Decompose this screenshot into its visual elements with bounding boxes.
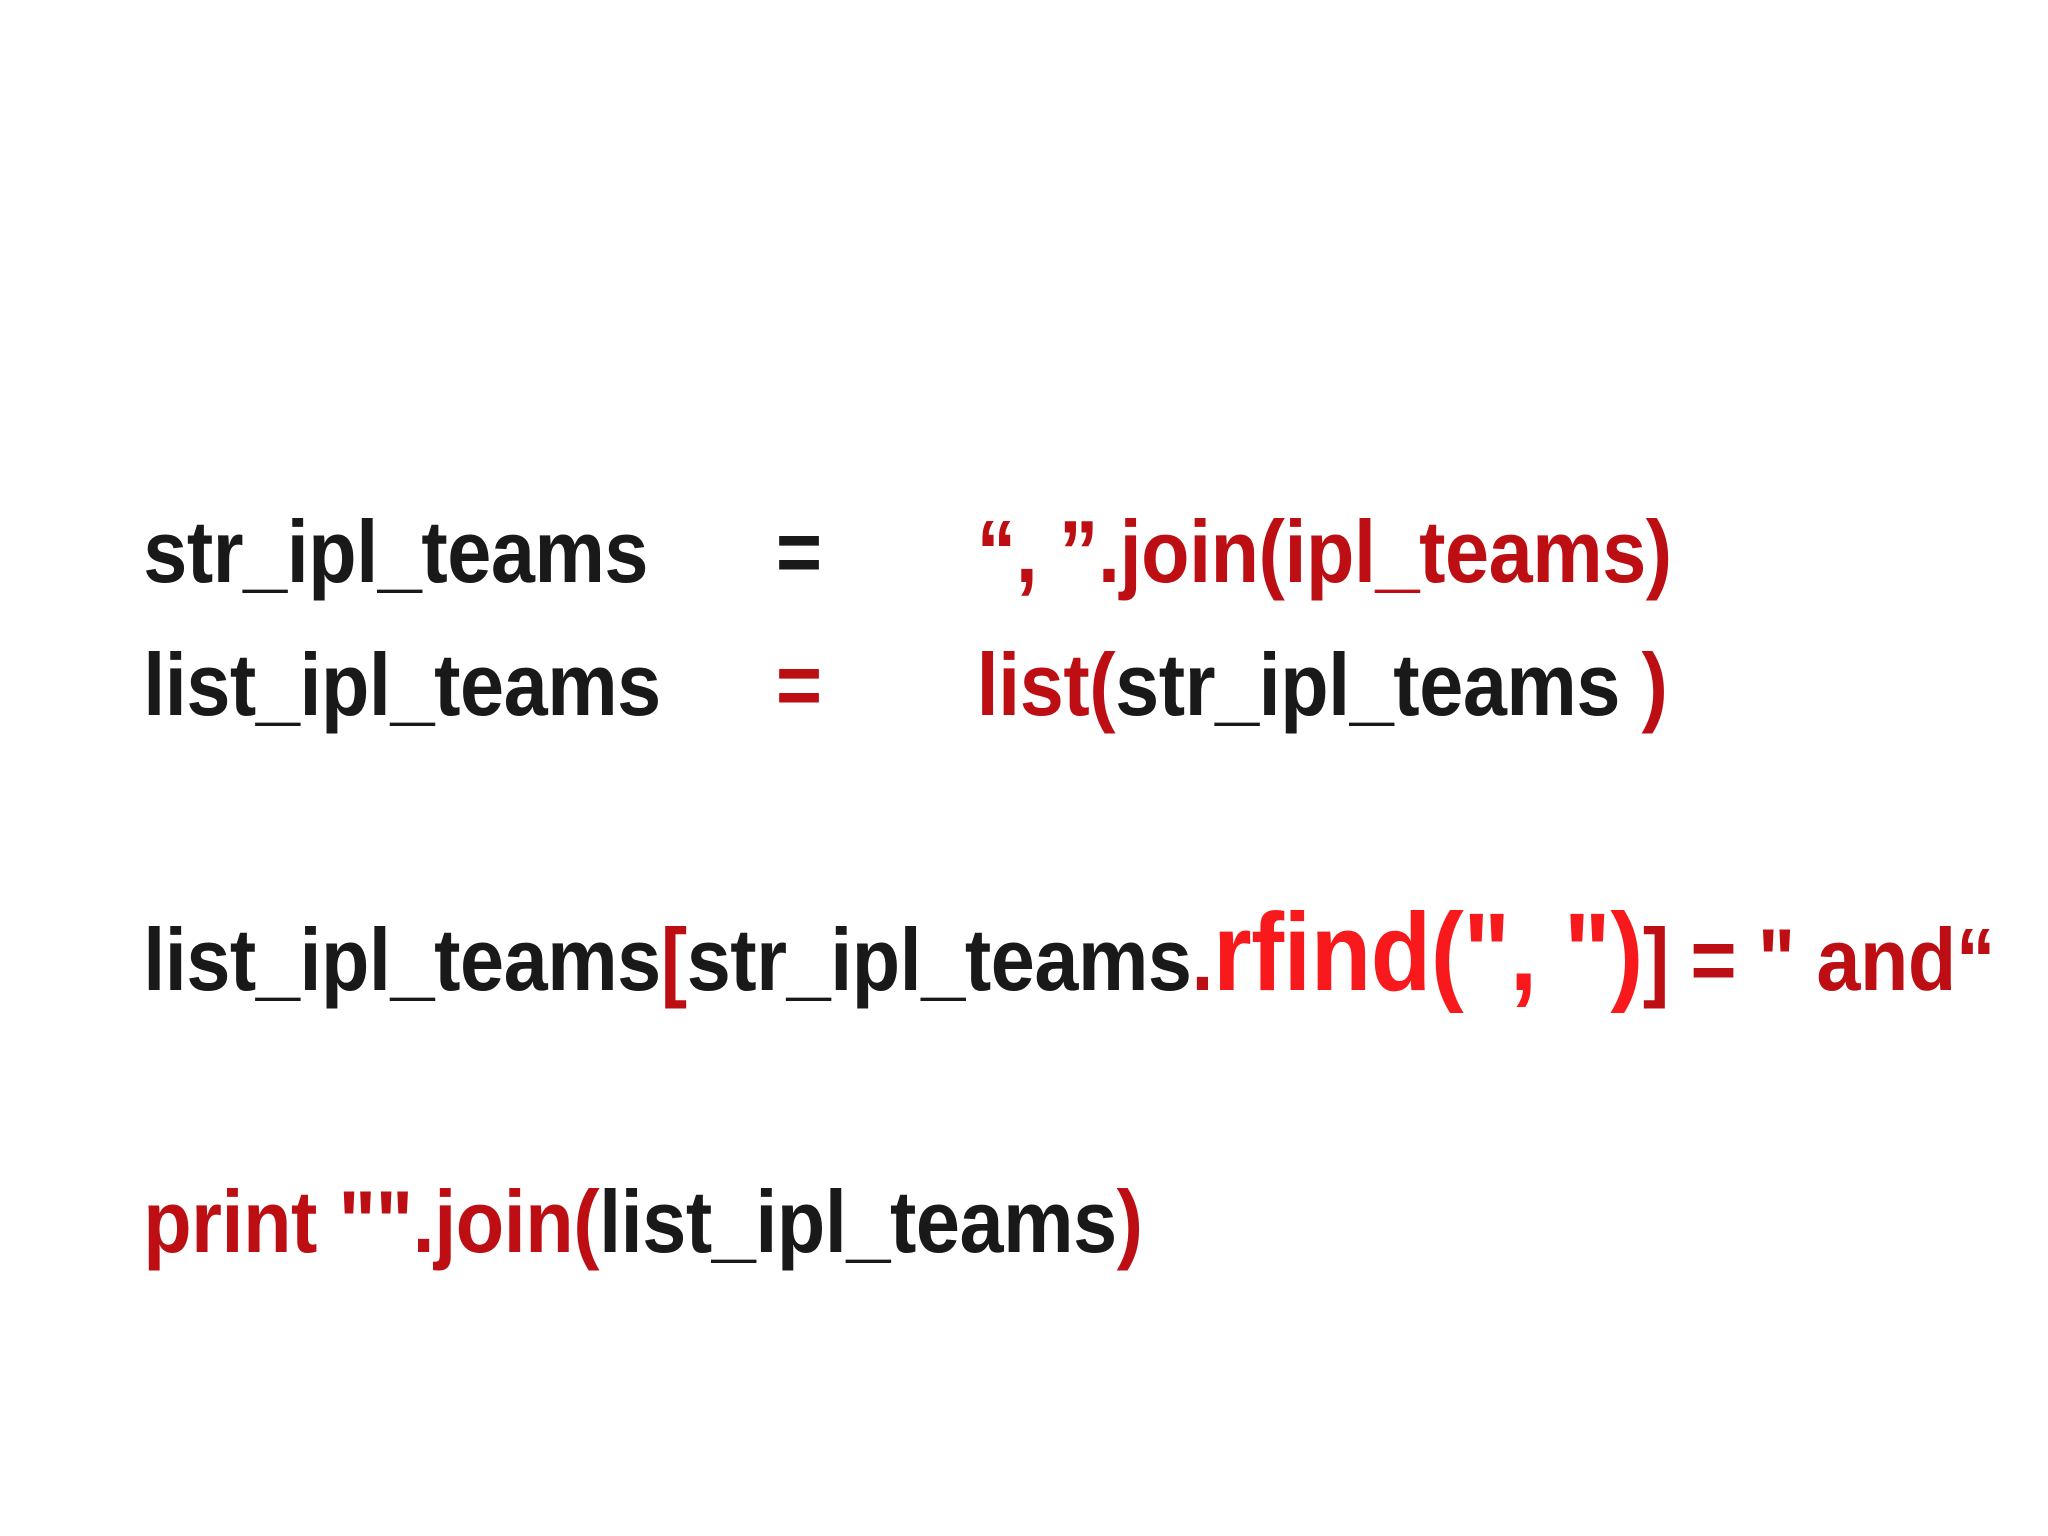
token-list-ipl-teams-argument: list_ipl_teams xyxy=(599,1172,1117,1271)
token-close-bracket: ] xyxy=(1642,910,1669,1009)
token-list-ipl-teams-variable: list_ipl_teams xyxy=(143,635,661,734)
variable-name-cell: str_ipl_teams xyxy=(143,508,776,596)
token-dot: . xyxy=(1191,910,1214,1009)
token-equals-sign: = xyxy=(775,635,822,734)
code-line-rfind-replacement: list_ipl_teams[str_ipl_teams.rfind(", ")… xyxy=(57,810,1995,1096)
equals-cell: = xyxy=(776,641,977,729)
token-equals-sign: = xyxy=(775,502,822,601)
token-rfind-call: rfind(", ") xyxy=(1213,891,1643,1014)
equals-cell: = xyxy=(776,508,977,596)
token-print-join-open: print "".join( xyxy=(143,1172,600,1271)
token-join-expression: “, ”.join(ipl_teams) xyxy=(976,502,1673,601)
code-line-list-assignment: list_ipl_teams=list(str_ipl_teams ) xyxy=(57,553,1668,817)
token-and-assignment: = " and“ xyxy=(1668,910,1996,1009)
token-list-call-open: list( xyxy=(976,635,1116,734)
token-close-paren: ) xyxy=(1641,635,1668,734)
token-close-paren: ) xyxy=(1116,1172,1143,1271)
code-line-print-join: print "".join(list_ipl_teams) xyxy=(57,1090,1143,1354)
token-str-ipl-teams-argument: str_ipl_teams xyxy=(1115,635,1642,734)
token-str-ipl-teams-variable: str_ipl_teams xyxy=(143,502,649,601)
token-str-ipl-teams-variable: str_ipl_teams xyxy=(686,910,1192,1009)
code-line-str-join-assignment: str_ipl_teams=“, ”.join(ipl_teams) xyxy=(57,420,1672,684)
token-open-bracket: [ xyxy=(660,910,687,1009)
variable-name-cell: list_ipl_teams xyxy=(143,641,776,729)
token-list-ipl-teams-variable: list_ipl_teams xyxy=(143,910,661,1009)
